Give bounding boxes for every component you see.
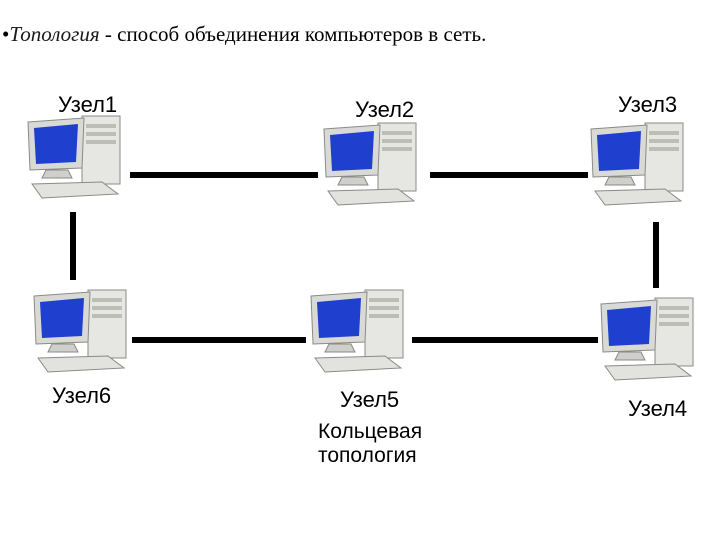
caption-line-1: Кольцевая <box>318 420 423 443</box>
slide-title: •Топология - способ объединения компьюте… <box>2 22 486 47</box>
node-label-1: Узел1 <box>58 92 118 117</box>
computer-icon <box>22 108 127 203</box>
computer-icon <box>585 115 690 210</box>
node-label-5: Узел5 <box>340 387 400 412</box>
bullet: • <box>2 22 10 46</box>
caption-line-2: топология <box>318 444 417 467</box>
node-label-6: Узел6 <box>52 383 112 408</box>
computer-icon <box>318 115 423 210</box>
node-label-4: Узел4 <box>628 396 688 421</box>
node-label-2: Узел2 <box>355 97 415 122</box>
node-label-3: Узел3 <box>618 92 678 117</box>
computer-icon <box>28 282 133 377</box>
diagram-caption: Кольцевая топология <box>318 420 422 468</box>
topology-term: Топология <box>9 22 100 46</box>
computer-icon <box>305 282 410 377</box>
computer-icon <box>595 290 700 385</box>
topology-definition: - способ объединения компьютеров в сеть. <box>99 22 487 46</box>
